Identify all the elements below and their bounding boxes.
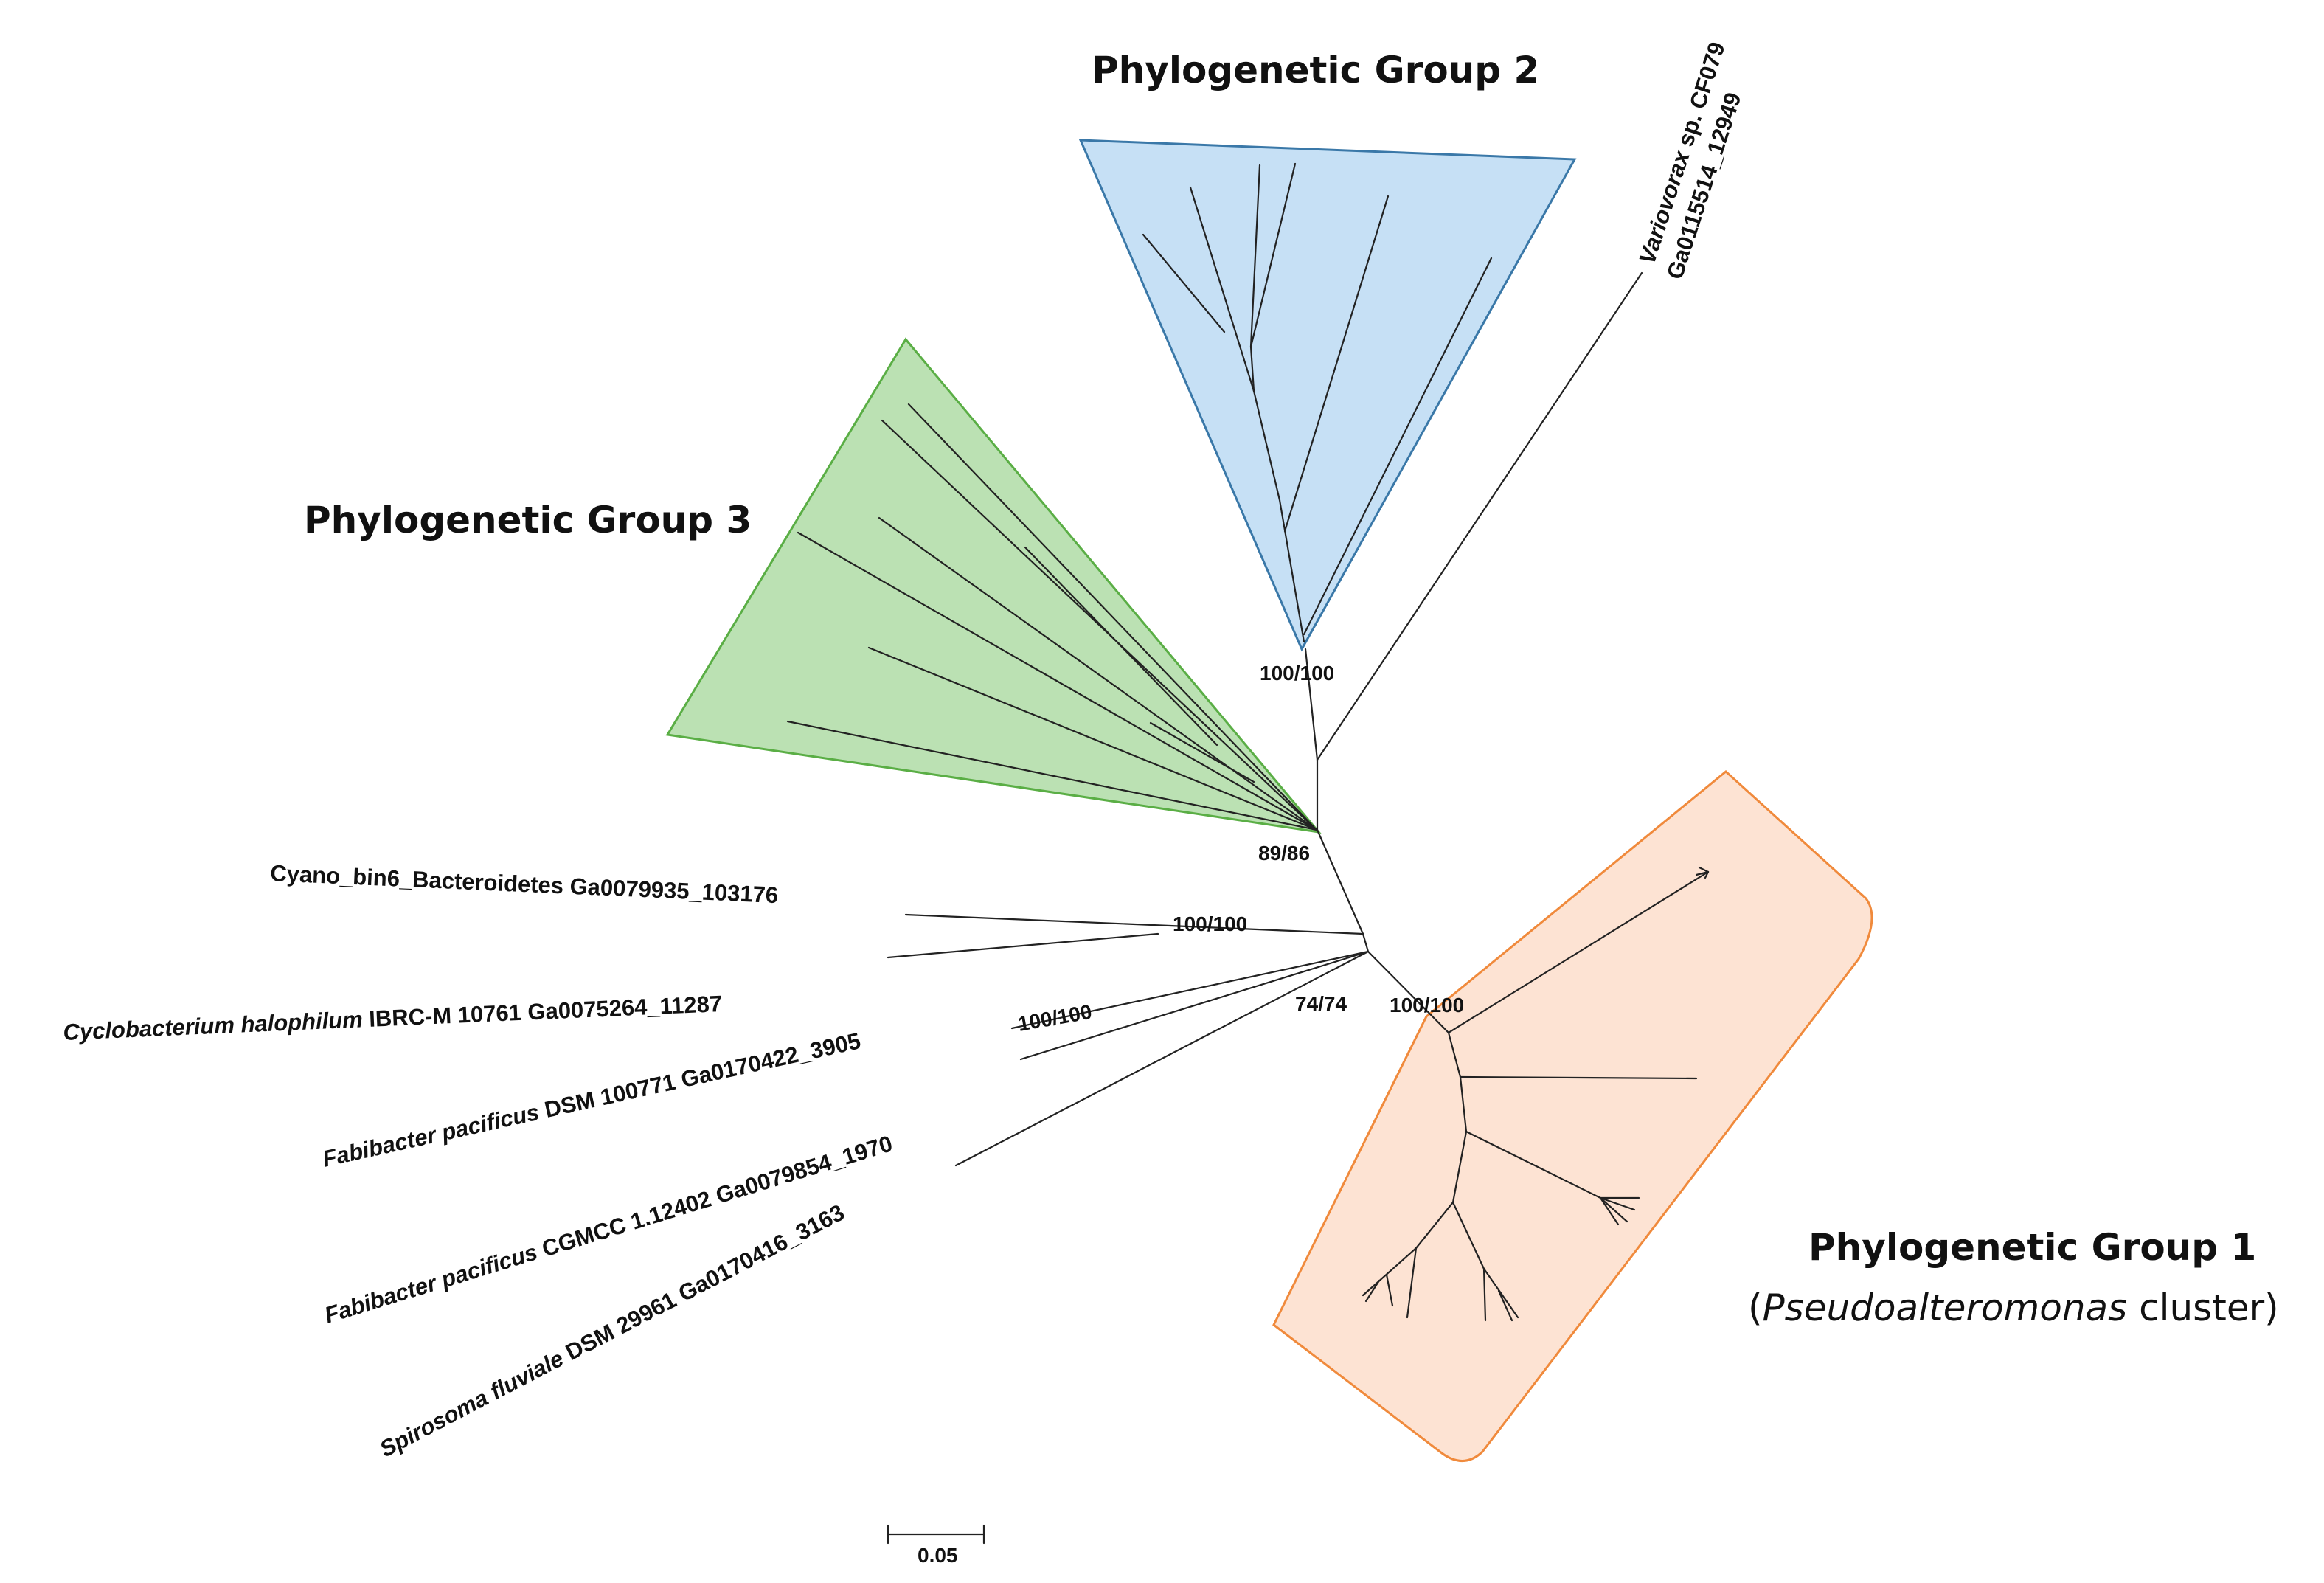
support-cyano: 100/100 <box>1173 912 1247 935</box>
group-3-title: Phylogenetic Group 3 <box>304 499 752 541</box>
support-group-1: 100/100 <box>1390 994 1464 1016</box>
group-2-branches <box>1142 162 1493 643</box>
support-74: 74/74 <box>1295 992 1347 1015</box>
support-fabibacter: 100/100 <box>1016 1000 1094 1036</box>
leaf-cyclobacterium: Cyclobacterium halophilum IBRC-M 10761 G… <box>63 991 723 1045</box>
group-1-title: Phylogenetic Group 1 <box>1808 1226 2256 1269</box>
leaf-cyano: Cyano_bin6_Bacteroidetes Ga0079935_10317… <box>270 860 779 908</box>
group-1-subtitle: (Pseudoalteromonas cluster) <box>1748 1286 2279 1329</box>
scale-bar: 0.05 <box>887 1524 985 1567</box>
group-1-clade <box>1272 770 1873 1462</box>
group-3-clade <box>665 337 1322 834</box>
support-group-2: 100/100 <box>1260 662 1334 685</box>
scale-bar-label: 0.05 <box>918 1544 958 1567</box>
group-2-title: Phylogenetic Group 2 <box>1092 49 1539 91</box>
support-root: 89/86 <box>1258 842 1310 865</box>
group-3-branches <box>786 403 1318 831</box>
leaf-variovorax: Variovorax sp. CF079 Ga0115514_12949 <box>1634 39 1746 283</box>
backbone-branches <box>887 271 1643 1167</box>
leaf-fabibacter-dsm: Fabibacter pacificus DSM 100771 Ga017042… <box>320 1028 863 1172</box>
group-1-branches <box>1362 866 1710 1322</box>
